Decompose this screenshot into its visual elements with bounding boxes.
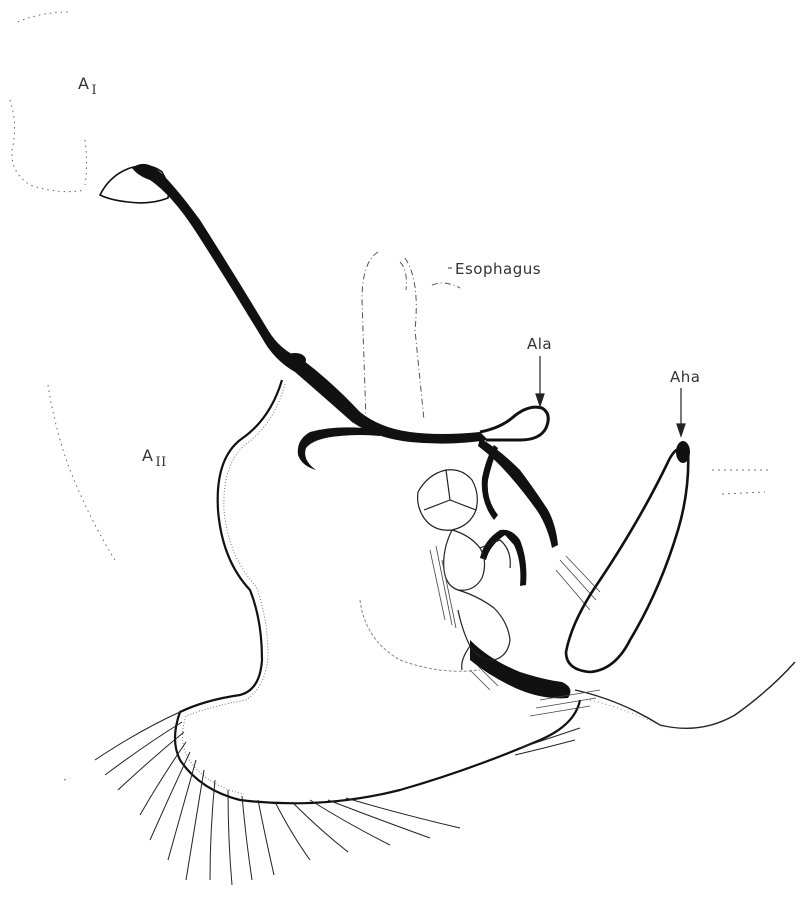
- label-aha: Aha: [670, 368, 700, 386]
- hook-left: [298, 427, 380, 470]
- dotted-outline-a1: [10, 12, 87, 192]
- body-edge-right-stipple: [590, 700, 665, 728]
- lower-rod: [470, 640, 570, 698]
- arrow-aha: [677, 388, 685, 436]
- aha-tip: [676, 441, 690, 463]
- body-edge-right: [575, 662, 795, 728]
- label-a2-sub: II: [155, 455, 166, 470]
- setae: [95, 712, 580, 885]
- esophagus-outline: [362, 252, 460, 420]
- dotted-lines-right: [64, 470, 768, 780]
- aha-loop: [566, 447, 688, 672]
- branch-3: [480, 530, 526, 586]
- bar-knob: [284, 353, 306, 367]
- ala-loop: [480, 407, 548, 440]
- cell-cluster: [418, 470, 511, 670]
- arrow-ala: [536, 356, 544, 406]
- dotted-outline-a2: [48, 385, 115, 560]
- label-a2-main: A: [142, 446, 153, 465]
- label-esophagus: Esophagus: [455, 260, 541, 278]
- mandible-outline: [175, 380, 580, 803]
- label-a1-sub: I: [91, 83, 97, 98]
- label-a1-main: A: [78, 74, 89, 93]
- sclerite-bar: [132, 164, 488, 444]
- hatching: [430, 546, 600, 716]
- label-ala: Ala: [527, 335, 552, 353]
